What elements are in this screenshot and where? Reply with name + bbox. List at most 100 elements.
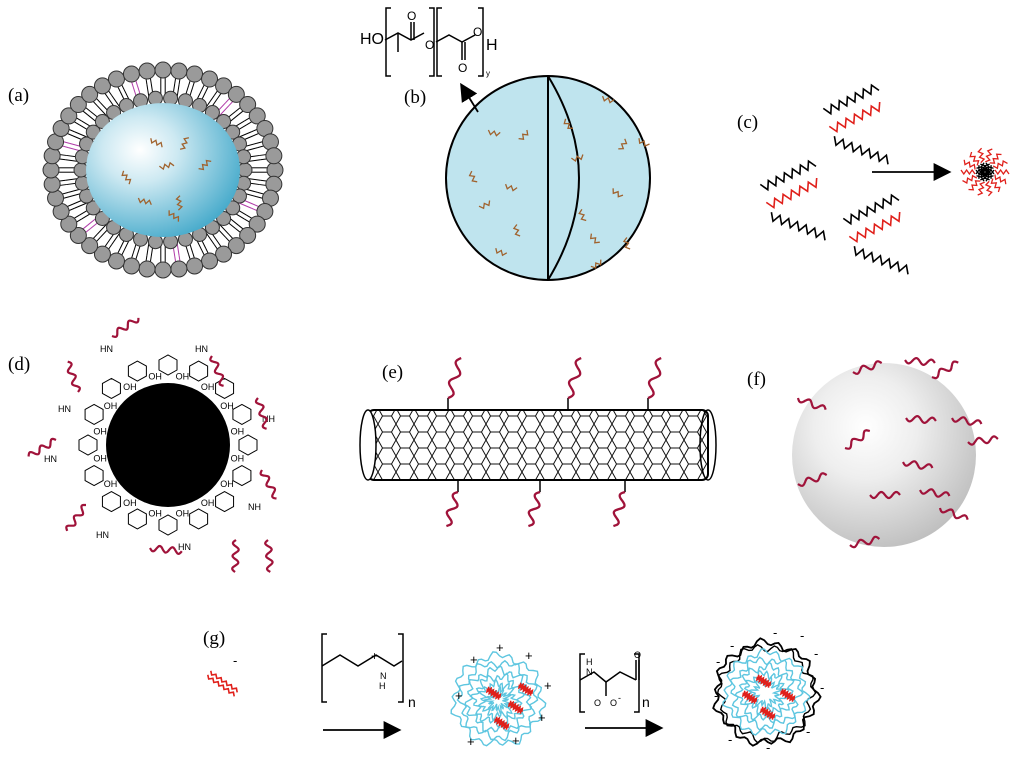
- attached-dna-strand: [796, 397, 827, 410]
- glucose-ring: [189, 508, 209, 530]
- lipid-tail: [238, 131, 252, 138]
- plga-sphere-cut-curve: [547, 75, 580, 281]
- nanotube-end-right: [699, 409, 717, 481]
- micelle-shell-strand: [984, 180, 993, 197]
- cargo-molecule: [601, 95, 615, 104]
- sirna-strand: [495, 716, 510, 729]
- polymer-strand-red: [848, 211, 901, 244]
- panel-label-e: (e): [382, 362, 403, 383]
- lipid-head: [52, 119, 70, 137]
- lipid-head: [227, 85, 245, 103]
- negative-charge: -: [766, 740, 770, 755]
- lipid-head: [256, 203, 274, 221]
- positive-charge: +: [496, 640, 504, 655]
- plga-o-carbonyl-1: O: [407, 9, 416, 23]
- glucose-ring: [158, 354, 178, 376]
- cargo-molecule: [518, 129, 529, 140]
- micelle-shell-strand: [977, 147, 986, 164]
- solid-nanoparticle-strands: [796, 356, 999, 549]
- attached-dna-strand: [149, 544, 183, 556]
- attached-dna-strand: [869, 490, 901, 500]
- lipid-head: [60, 107, 78, 125]
- micelle-shell-strand: [960, 168, 976, 176]
- micelle-shell-strand: [994, 168, 1010, 176]
- cargo-molecule: [121, 170, 132, 185]
- sirna-charge: -: [233, 653, 237, 668]
- amide-label: HN: [178, 542, 191, 552]
- lipid-heads-outer: [42, 61, 284, 279]
- sirna-strand: [743, 690, 758, 703]
- sirna-strand: [493, 718, 509, 730]
- pei-structure: + N H n: [321, 633, 416, 739]
- nanotube-end-left: [359, 409, 377, 481]
- lipid-tail: [176, 242, 180, 256]
- pga-o-carbonyl: O: [634, 650, 641, 660]
- sirna-strand: [487, 686, 502, 699]
- lipid-head: [186, 257, 204, 275]
- attached-dna-strand: [209, 355, 225, 387]
- negative-charge: -: [806, 724, 810, 739]
- hydroxyl-label: OH: [93, 454, 107, 464]
- cargo-molecule: [478, 200, 491, 210]
- attached-dna-strand: [931, 360, 959, 380]
- plga-o-end: O: [473, 25, 482, 39]
- attached-dna-strand: [904, 356, 936, 367]
- attached-dna-strand: [445, 490, 459, 528]
- micelle-shell-strand: [962, 174, 978, 185]
- nanotube-body: [367, 409, 709, 481]
- pei-n: n: [408, 694, 416, 710]
- lipid-head: [42, 161, 60, 179]
- positive-charge: +: [538, 710, 546, 725]
- negative-charge: -: [814, 646, 818, 661]
- cationic-polyplex: ++++++++: [450, 640, 552, 749]
- lipid-head: [107, 252, 125, 270]
- hydroxyl-label: OH: [231, 454, 245, 464]
- attached-dna-strand: [844, 429, 871, 450]
- lipid-head: [265, 175, 283, 193]
- pei-h2: H: [379, 681, 386, 691]
- micelle-shell-strand: [963, 159, 976, 170]
- lipid-head: [261, 133, 279, 151]
- sirna-strand: [485, 688, 501, 700]
- cargo-molecule: [150, 138, 163, 148]
- micelle-shell-strand: [992, 159, 1008, 170]
- hydroxyl-label: OH: [201, 498, 215, 508]
- cargo-molecule: [468, 170, 478, 183]
- attached-dna-strand: [938, 507, 969, 520]
- cargo-molecule: [487, 129, 501, 137]
- micelle-shell-strand: [968, 180, 981, 191]
- attached-dna-strand: [111, 317, 140, 339]
- lipid-tail: [111, 233, 120, 245]
- lipid-tail: [219, 105, 230, 116]
- positive-charge: +: [467, 734, 475, 749]
- pei-chain: [483, 686, 512, 715]
- pga-o-acid: O: [594, 698, 601, 708]
- cargo-molecule: [175, 195, 184, 211]
- cargo-molecule: [618, 138, 628, 150]
- sirna-strand: [759, 708, 775, 720]
- positive-charge: +: [544, 678, 552, 693]
- pga-coat-chain: [716, 643, 817, 744]
- glucose-ring: [127, 360, 147, 382]
- attached-dna-strand: [919, 488, 951, 498]
- lipid-head: [170, 62, 188, 80]
- attached-dna-strand: [264, 539, 274, 573]
- polymer-strand-black: [822, 83, 880, 116]
- attached-dna-strand: [852, 360, 883, 375]
- assembled-micelle: [960, 147, 1010, 197]
- polymer-strand-red: [765, 177, 818, 210]
- sirna-duplex: -: [207, 653, 238, 697]
- negative-charge: -: [728, 732, 732, 747]
- pga-structure: O H N O O - n: [579, 650, 664, 737]
- hydroxyl-label: OH: [231, 426, 245, 436]
- solid-nanoparticle-diagram: [792, 356, 999, 549]
- self-assembly-diagram: [759, 83, 1010, 275]
- hydroxyl-label: OH: [123, 382, 136, 392]
- coated-polyplex: ----------: [712, 625, 824, 755]
- hydroxyl-label: OH: [201, 382, 215, 392]
- cargo-molecule: [622, 237, 631, 250]
- sirna-strand: [519, 682, 534, 695]
- amide-label: HN: [44, 454, 57, 464]
- negative-charge: -: [730, 638, 734, 653]
- micelle-shell-strand: [977, 181, 985, 196]
